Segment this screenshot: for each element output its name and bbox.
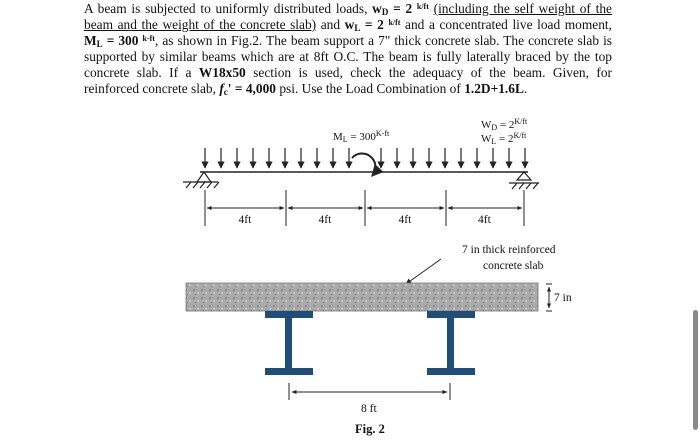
ml-unit: k-ft [142,34,155,43]
slab-thickness-dimension [546,283,552,312]
fc-value: ' = 4,000 [227,81,276,96]
slab-leader-arrow [405,258,442,285]
figure-caption: Fig. 2 [355,422,385,436]
problem-statement: A beam is subjected to uniformly distrib… [84,1,612,97]
wd-unit: k/ft [416,2,429,11]
ml-label: ML = 300K-ft [333,129,390,144]
fc-symbol: f [219,81,224,96]
distributed-load-arrows [201,148,529,169]
wd-sub: D [381,7,389,17]
moment-arrow [351,152,384,177]
concrete-slab [185,282,539,312]
wd-symbol: w [372,1,382,16]
fc-sub: c [223,87,228,97]
span-label: 4ft [239,214,253,226]
span-label: 4ft [319,214,333,226]
problem-line-3: ML = 300 k-ft, as shown in Fig.2. The be… [84,33,612,49]
wl-symbol: w [344,17,355,32]
wd-value: = 2 [388,1,417,16]
beam-spacing-label: 8 ft [361,403,377,415]
slab-label-line-2: concrete slab [483,260,544,272]
problem-line-6: reinforced concrete slab, fc' = 4,000 ps… [84,81,612,97]
wl-label: WL = 2K/ft [481,131,527,146]
load-combination: 1.2D+1.6L [464,81,524,96]
slab-label-line-1: 7 in thick reinforced [462,244,556,256]
right-roller-support [509,171,539,190]
ml-value: = 300 [102,33,143,48]
span-dimensions: 4ft 4ft 4ft 4ft [204,190,525,226]
wl-value: = 2 [360,17,389,32]
wl-unit: k/ft [388,18,401,27]
slab-thickness-label: 7 in [554,292,572,304]
span-label: 4ft [478,214,492,226]
wl-sub: L [354,23,361,33]
text: , as shown in Fig.2. The beam support a … [154,33,613,48]
text: A beam is subjected to uniformly distrib… [84,1,373,16]
problem-line-1: A beam is subjected to uniformly distrib… [84,1,612,17]
scrollbar[interactable] [693,310,698,430]
text: and [316,17,345,32]
problem-line-2: beam and the weight of the concrete slab… [84,17,612,33]
text: reinforced concrete slab, [84,81,220,96]
left-pin-support [183,170,220,189]
span-label: 4ft [399,214,413,226]
wd-label: WD = 2K/ft [481,117,528,132]
underlined-text: beam and the weight of the concrete slab… [84,17,317,32]
problem-line-5: concrete slab. If a W18x50 section is us… [84,65,612,81]
problem-line-4: supported by similar beams which are at … [84,49,612,64]
text: psi. Use the Load Combination of [275,81,465,96]
section-name: W18x50 [198,65,246,80]
text: concrete slab. If a [84,65,199,80]
text: . [523,81,528,96]
ml-sub: L [96,39,103,49]
left-i-beam [265,311,313,375]
underlined-text: (including the self weight of the [433,1,612,16]
text: section is used, check the adequacy of t… [245,65,612,80]
beam-spacing-dimension [288,383,451,400]
ml-symbol: M [84,33,97,48]
text: and a concentrated live load moment, [400,17,612,32]
right-i-beam [427,311,475,375]
